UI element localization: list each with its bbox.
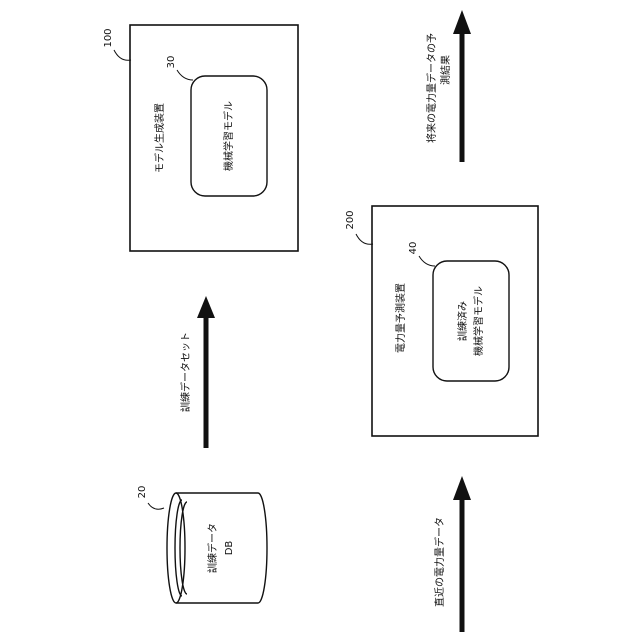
ref-20-leader <box>148 503 164 509</box>
ref-100: 100 <box>103 28 114 47</box>
recent-power-data-label: 直近の電力量データ <box>433 517 446 607</box>
training-db-label-line2: DB <box>224 541 235 556</box>
trained-model-label-line2: 機械学習モデル <box>472 286 485 356</box>
trained-model-label-line1: 訓練済み <box>456 301 469 341</box>
prediction-result-label-line2: 測結果 <box>439 55 452 85</box>
model-gen-device-label: モデル生成装置 <box>153 103 166 173</box>
ref-200: 200 <box>345 210 356 229</box>
ml-model-label: 機械学習モデル <box>222 101 235 171</box>
ref-40-leader <box>419 256 435 266</box>
training-db-label-line1: 訓練データ <box>206 523 219 573</box>
prediction-result-arrow <box>453 10 471 162</box>
training-dataset-arrow <box>197 296 215 448</box>
ref-100-leader <box>114 50 131 60</box>
trained-model-box <box>433 261 509 381</box>
ref-30-leader <box>177 70 193 80</box>
recent-power-data-arrow <box>453 476 471 632</box>
prediction-result-label-line1: 将来の電力量データの予 <box>425 33 438 143</box>
ref-200-leader <box>356 234 373 244</box>
ref-20: 20 <box>137 486 148 499</box>
training-dataset-label: 訓練データセット <box>179 332 192 412</box>
predictor-device-label: 電力量予測装置 <box>394 283 407 353</box>
ref-40: 40 <box>408 242 419 255</box>
ref-30: 30 <box>166 56 177 69</box>
